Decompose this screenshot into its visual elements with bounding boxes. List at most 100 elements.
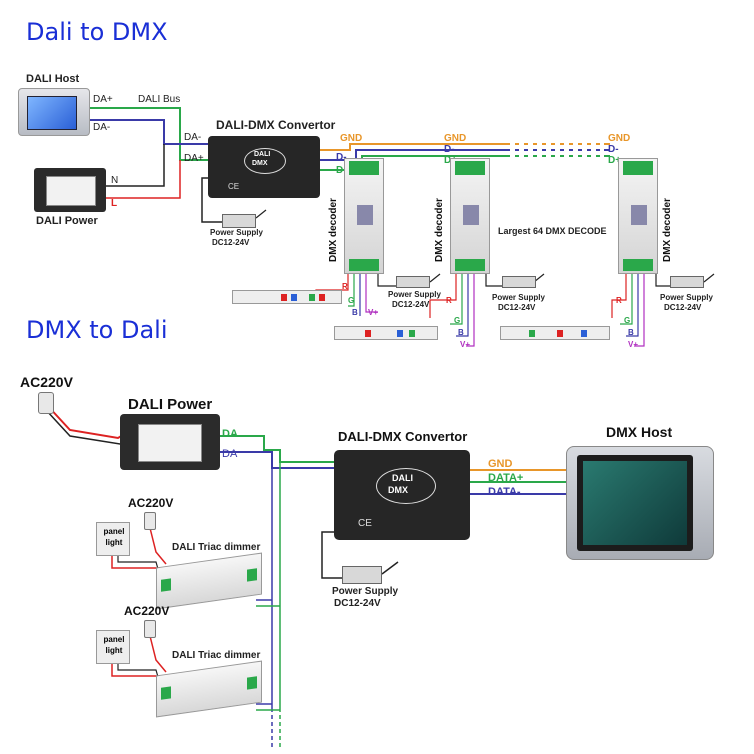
conv-da-minus-label: DA-	[184, 132, 202, 143]
d-minus-label-right: D-	[608, 144, 619, 155]
dmx-decoder-1	[344, 158, 384, 274]
dc-label-d2: DC12-24V	[498, 303, 536, 312]
da-label-green: DA	[222, 428, 238, 440]
power-supply-d3	[670, 276, 704, 288]
wire-gnd-top	[318, 143, 610, 151]
power-supply-top	[222, 214, 256, 228]
gnd-label-right: GND	[608, 133, 631, 144]
dmx-decoder-label-2: DMX decoder	[434, 198, 445, 262]
power-supply-label-top: Power Supply	[210, 228, 263, 237]
led-strip-1	[232, 290, 342, 304]
led-strip-2	[334, 326, 438, 340]
gnd-label-mid: GND	[444, 133, 467, 144]
triac-label-1: DALI Triac dimmer	[172, 542, 261, 553]
plug-icon-main	[38, 392, 54, 414]
dc-label-bottom: DC12-24V	[334, 598, 381, 609]
dmx-host-device	[566, 446, 714, 560]
data-plus-label: DATA+	[488, 472, 524, 484]
dmx-decoder-2	[450, 158, 490, 274]
power-supply-label-d3: Power Supply	[660, 293, 713, 302]
ce-mark-bottom: CE	[358, 518, 372, 529]
logo-dmx-bottom: DMX	[388, 485, 408, 495]
gnd-label-top: GND	[340, 133, 363, 144]
panel-light-1: panel light	[96, 522, 130, 556]
d-minus-label: D-	[336, 152, 347, 163]
dc-label-d3: DC12-24V	[664, 303, 702, 312]
dali-host-device	[18, 88, 90, 136]
g-label-1: G	[348, 296, 355, 305]
r-label-1: R	[342, 282, 348, 291]
led-strip-3	[500, 326, 610, 340]
dali-dmx-convertor-bottom: DALI DMX CE	[334, 450, 470, 540]
dali-bus-label: DALI Bus	[138, 94, 181, 105]
da-label-blue: DA	[222, 448, 238, 460]
dmx-decoder-label-1: DMX decoder	[328, 198, 339, 262]
light-text-1: light	[105, 538, 123, 547]
section-title-dali-to-dmx: Dali to DMX	[26, 18, 168, 46]
v-label-3: V+	[628, 340, 639, 349]
b-label-3: B	[628, 328, 634, 337]
wire-da-minus	[88, 119, 208, 145]
ce-mark-top: CE	[228, 182, 240, 191]
l-label: L	[111, 198, 118, 209]
plug-icon-2	[144, 620, 156, 638]
b-label-2: B	[458, 328, 464, 337]
wire-dminus-top	[318, 149, 610, 161]
triac-label-2: DALI Triac dimmer	[172, 650, 261, 661]
dali-host-screen	[27, 96, 77, 130]
v-label-2: V+	[460, 340, 471, 349]
r-label-2: R	[446, 296, 452, 305]
dc-label-top: DC12-24V	[212, 238, 250, 247]
logo-dmx-top: DMX	[252, 160, 268, 167]
dmx-decoder-label-3: DMX decoder	[662, 198, 673, 262]
da-plus-label: DA+	[93, 94, 113, 105]
d-plus-label-right: D+	[608, 155, 622, 166]
da-minus-label: DA-	[93, 122, 111, 133]
largest-label: Largest 64 DMX DECODE	[498, 226, 607, 236]
wire-da-plus	[88, 107, 208, 161]
d-minus-label-mid: D-	[444, 144, 455, 155]
dmx-host-label: DMX Host	[606, 424, 673, 440]
ac220-main-label: AC220V	[20, 374, 73, 390]
dali-host-label: DALI Host	[26, 73, 80, 85]
plug-icon-1	[144, 512, 156, 530]
ac220-label-1: AC220V	[128, 496, 174, 510]
wire-power-l	[104, 160, 181, 199]
dali-power-label-bottom: DALI Power	[128, 396, 213, 413]
dali-power-device-top	[34, 168, 106, 212]
convertor-label-bottom: DALI-DMX Convertor	[338, 429, 468, 444]
power-supply-d2	[502, 276, 536, 288]
wire-da-bottom	[218, 435, 338, 463]
power-supply-label-d2: Power Supply	[492, 293, 545, 302]
ac220-label-2: AC220V	[124, 604, 170, 618]
light-text-2: light	[105, 646, 123, 655]
panel-text-1: panel	[103, 527, 125, 536]
logo-dali-bottom: DALI	[392, 473, 413, 483]
power-supply-bottom	[342, 566, 382, 584]
g-label-2: G	[454, 316, 461, 325]
dali-power-device-bottom	[120, 414, 220, 470]
gnd-label-bottom: GND	[488, 458, 513, 470]
convertor-label-top: DALI-DMX Convertor	[216, 118, 336, 132]
v-label-1: V+	[368, 308, 379, 317]
n-label: N	[111, 175, 119, 186]
logo-dali-top: DALI	[254, 151, 271, 158]
power-supply-label-d1: Power Supply	[388, 290, 441, 299]
power-supply-d1	[396, 276, 430, 288]
section-title-dmx-to-dali: DMX to Dali	[26, 316, 168, 344]
panel-text-2: panel	[103, 635, 125, 644]
b-label-1: B	[352, 308, 358, 317]
panel-light-2: panel light	[96, 630, 130, 664]
power-supply-label-bottom: Power Supply	[332, 586, 399, 597]
wire-power-n	[104, 144, 165, 187]
data-minus-label: DATA-	[488, 486, 521, 498]
dali-dmx-convertor-top: DALI DMX CE	[208, 136, 320, 198]
g-label-3: G	[624, 316, 631, 325]
d-plus-label: D+	[336, 165, 350, 176]
dali-power-label-top: DALI Power	[36, 215, 98, 227]
dmx-decoder-3	[618, 158, 658, 274]
r-label-3: R	[616, 296, 622, 305]
dmx-host-screen	[583, 461, 687, 545]
dc-label-d1: DC12-24V	[392, 300, 430, 309]
conv-da-plus-label: DA+	[184, 153, 204, 164]
